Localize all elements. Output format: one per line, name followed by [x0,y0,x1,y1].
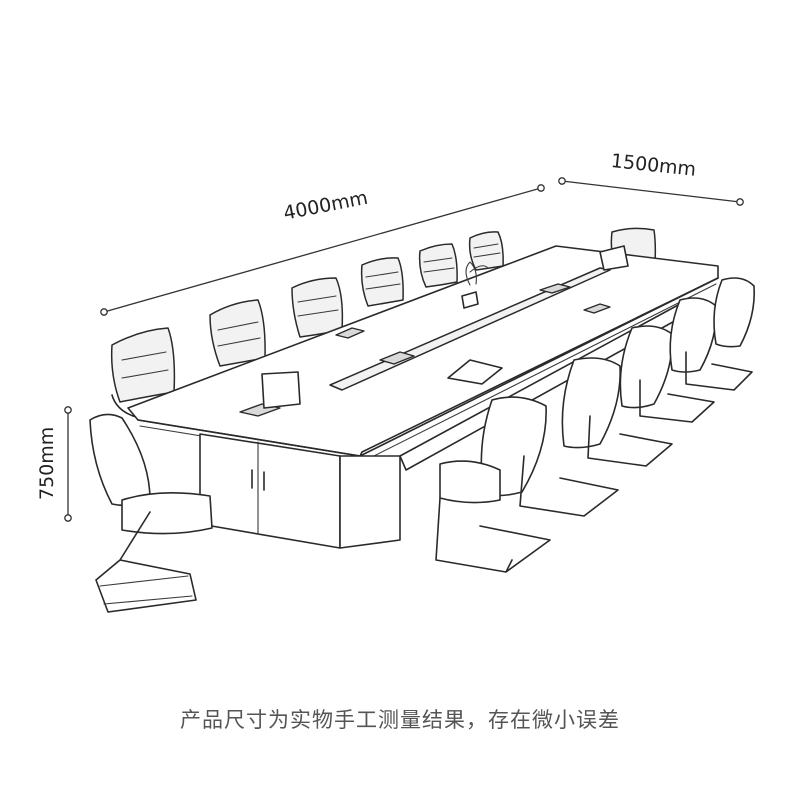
chair-back-2 [209,299,266,367]
chair-back-6 [468,231,504,271]
chair-front-5 [685,277,756,391]
back-row-chairs [110,227,657,421]
front-row-chairs [435,277,756,573]
chair-back-5 [418,243,458,288]
dimension-line-height [64,406,72,522]
chair-back-3 [291,277,344,338]
table-base-cabinet [199,303,681,549]
disclaimer-caption: 产品尺寸为实物手工测量结果，存在微小误差 [180,708,620,732]
chair-front-2 [519,357,621,517]
chair-front-3 [587,325,673,467]
dimension-line-length [100,184,545,316]
dimension-line-depth [558,177,744,206]
chair-back-4 [360,257,404,307]
chair-front-left [89,413,213,613]
chair-front-1 [435,396,551,573]
chair-front-4 [639,297,717,423]
table-top [127,245,719,463]
dimension-height-label: 750mm [36,426,58,500]
